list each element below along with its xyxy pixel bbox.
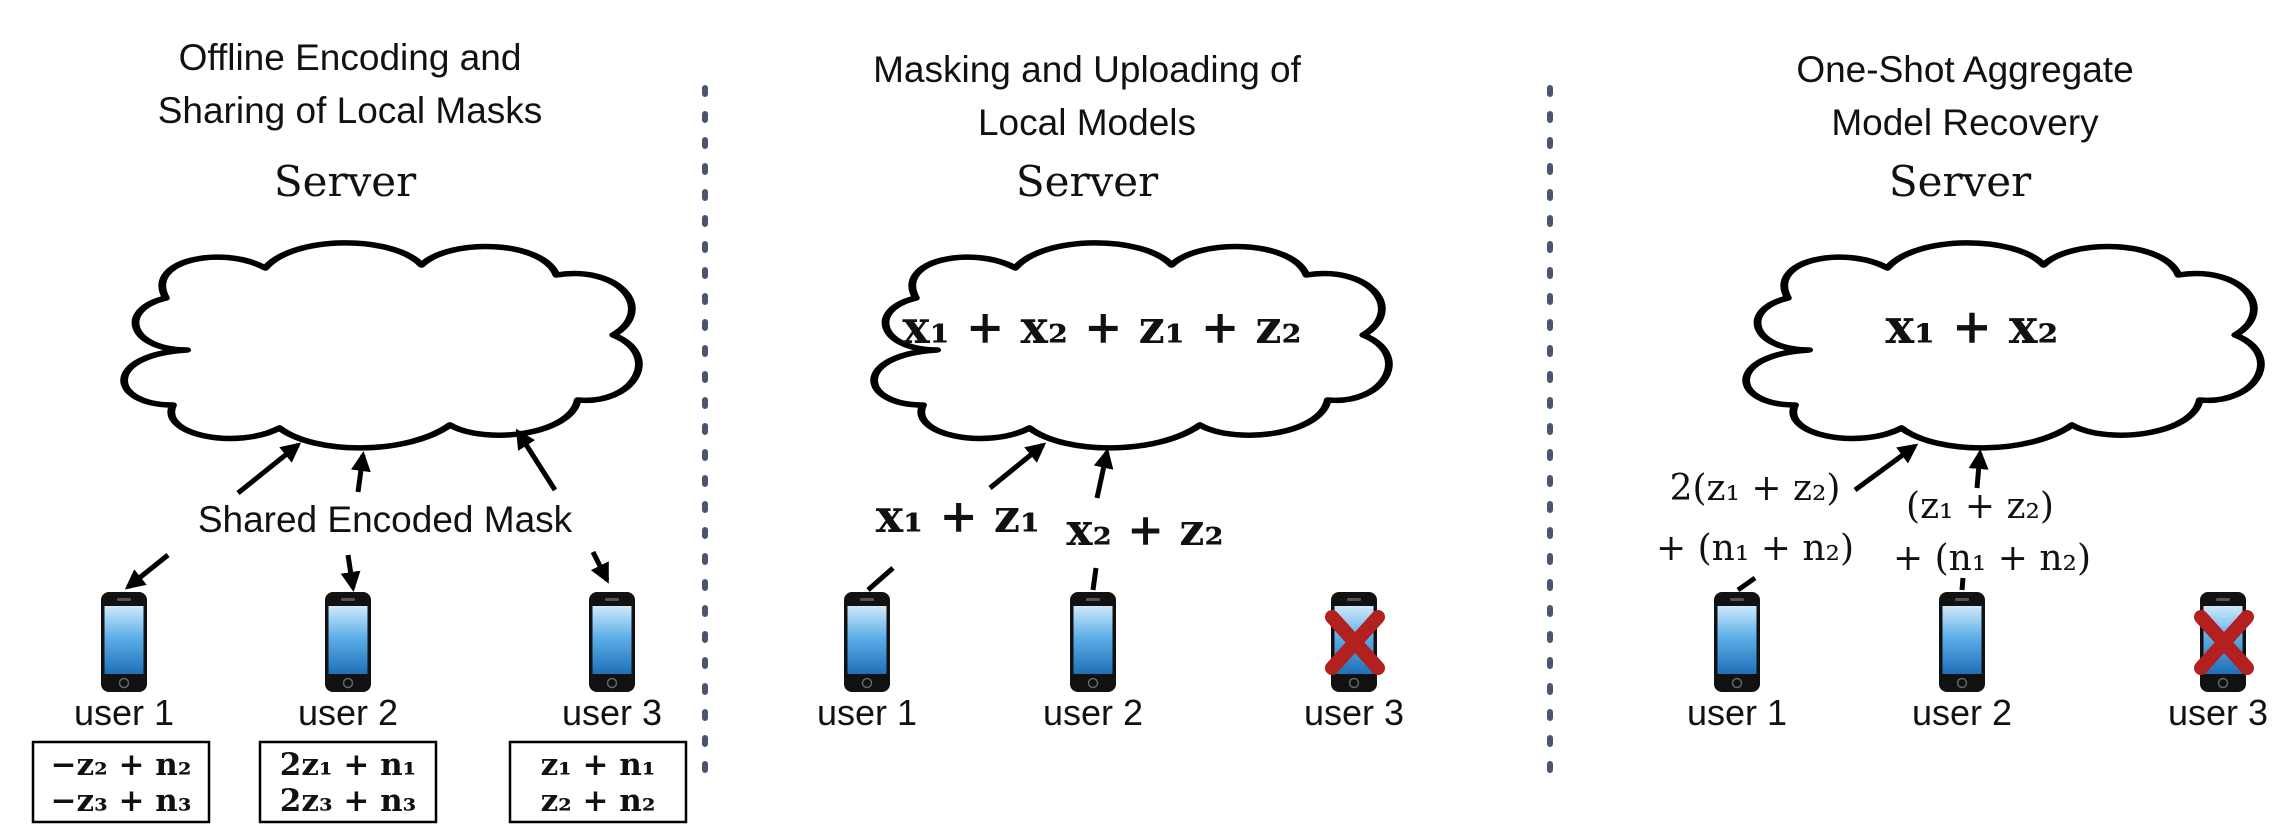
panel-3-upload-user-2-line-1: (z₁ + z₂) bbox=[1906, 486, 2054, 527]
panel-1-user-1-label: user 1 bbox=[74, 692, 174, 733]
panel-2-arrow-user-1 bbox=[988, 442, 1047, 490]
panel-3-cloud-expression: x₁ + x₂ bbox=[1886, 299, 2059, 355]
user-1-mask-line-1: −z₂ + n₂ bbox=[51, 747, 192, 783]
arrow-down-user-3 bbox=[590, 550, 610, 584]
panel-2-user-2-phone-icon bbox=[1069, 591, 1117, 693]
user-2-mask-line-2: 2z₃ + n₃ bbox=[280, 783, 416, 819]
panel-1-user-1-phone-icon bbox=[100, 591, 148, 693]
panel-2-user-3-label: user 3 bbox=[1304, 692, 1404, 733]
panel-2-user-1-label: user 1 bbox=[817, 692, 917, 733]
user-1-mask-box bbox=[31, 740, 211, 824]
panel-3-user-3-dropped-cross-icon bbox=[2194, 610, 2254, 675]
user-2-mask-line-1: 2z₁ + n₁ bbox=[280, 747, 416, 783]
panel-3-upload-user-1-line-2: + (n₁ + n₂) bbox=[1656, 528, 1854, 569]
user-3-mask-line-1: z₁ + n₁ bbox=[541, 747, 656, 783]
panel-3-upload-user-2-line-2: + (n₁ + n₂) bbox=[1893, 538, 2091, 579]
panel-1-user-2-label: user 2 bbox=[298, 692, 398, 733]
panel-1-user-3-phone-icon bbox=[588, 591, 636, 693]
panel-2-title-line-1: Masking and Uploading of bbox=[873, 49, 1302, 90]
panel-masking-uploading: Masking and Uploading of Local Models Se… bbox=[817, 49, 1404, 733]
panel-3-user-1-label: user 1 bbox=[1687, 692, 1787, 733]
panel-3-upload-user-1-line-1: 2(z₁ + z₂) bbox=[1670, 468, 1841, 509]
panel-2-link-user-2 bbox=[1090, 567, 1099, 591]
panel-3-title-line-2: Model Recovery bbox=[1831, 102, 2099, 143]
panel-2-link-user-1 bbox=[866, 566, 895, 592]
upload-expression-user-1: x₁ + z₁ bbox=[876, 489, 1040, 543]
panel-2-user-3-dropped-cross-icon bbox=[1325, 610, 1385, 675]
panel-1-title-line-2: Sharing of Local Masks bbox=[158, 90, 543, 131]
panel-3-link-user-1 bbox=[1736, 575, 1757, 593]
panel-2-user-2-label: user 2 bbox=[1043, 692, 1143, 733]
panel-1-user-2-phone-icon bbox=[324, 591, 372, 693]
panel-3-user-2-phone-icon bbox=[1938, 591, 1986, 693]
arrow-up-middle bbox=[350, 451, 371, 493]
panel-3-arrow-user-2 bbox=[1968, 449, 1989, 489]
panel-1-server-cloud bbox=[124, 243, 639, 448]
shared-encoded-mask-label: Shared Encoded Mask bbox=[198, 499, 573, 540]
upload-expression-user-2: x₂ + z₂ bbox=[1066, 505, 1223, 556]
panel-1-server-label: Server bbox=[274, 157, 417, 206]
panel-2-cloud-expression: x₁ + x₂ + z₁ + z₂ bbox=[902, 300, 1301, 354]
user-3-mask-box bbox=[508, 740, 688, 824]
panel-1-user-3-label: user 3 bbox=[562, 692, 662, 733]
panel-2-arrow-user-2 bbox=[1093, 448, 1114, 499]
panel-3-arrow-user-1 bbox=[1853, 443, 1919, 493]
panel-2-server-label: Server bbox=[1016, 157, 1159, 206]
panel-3-server-label: Server bbox=[1889, 157, 2032, 206]
panel-offline-encoding: Offline Encoding and Sharing of Local Ma… bbox=[31, 37, 688, 824]
panel-1-title-line-1: Offline Encoding and bbox=[179, 37, 522, 78]
panel-3-title-line-1: One-Shot Aggregate bbox=[1796, 49, 2133, 90]
user-1-mask-line-2: −z₃ + n₃ bbox=[51, 783, 192, 819]
arrow-up-right bbox=[515, 428, 558, 492]
panel-3-user-3-label: user 3 bbox=[2168, 692, 2268, 733]
user-3-mask-line-2: z₂ + n₂ bbox=[541, 783, 656, 819]
panel-aggregate-recovery: One-Shot Aggregate Model Recovery Server… bbox=[1656, 49, 2268, 733]
panel-2-user-1-phone-icon bbox=[843, 591, 891, 693]
arrow-up-left bbox=[236, 442, 302, 495]
panel-3-link-user-2 bbox=[1959, 577, 1966, 591]
panel-2-title-line-2: Local Models bbox=[978, 102, 1196, 143]
arrow-down-user-1 bbox=[124, 553, 170, 590]
panel-3-user-1-phone-icon bbox=[1713, 591, 1761, 693]
arrow-down-user-2 bbox=[340, 554, 361, 592]
user-2-mask-box bbox=[258, 740, 438, 824]
panel-3-user-2-label: user 2 bbox=[1912, 692, 2012, 733]
